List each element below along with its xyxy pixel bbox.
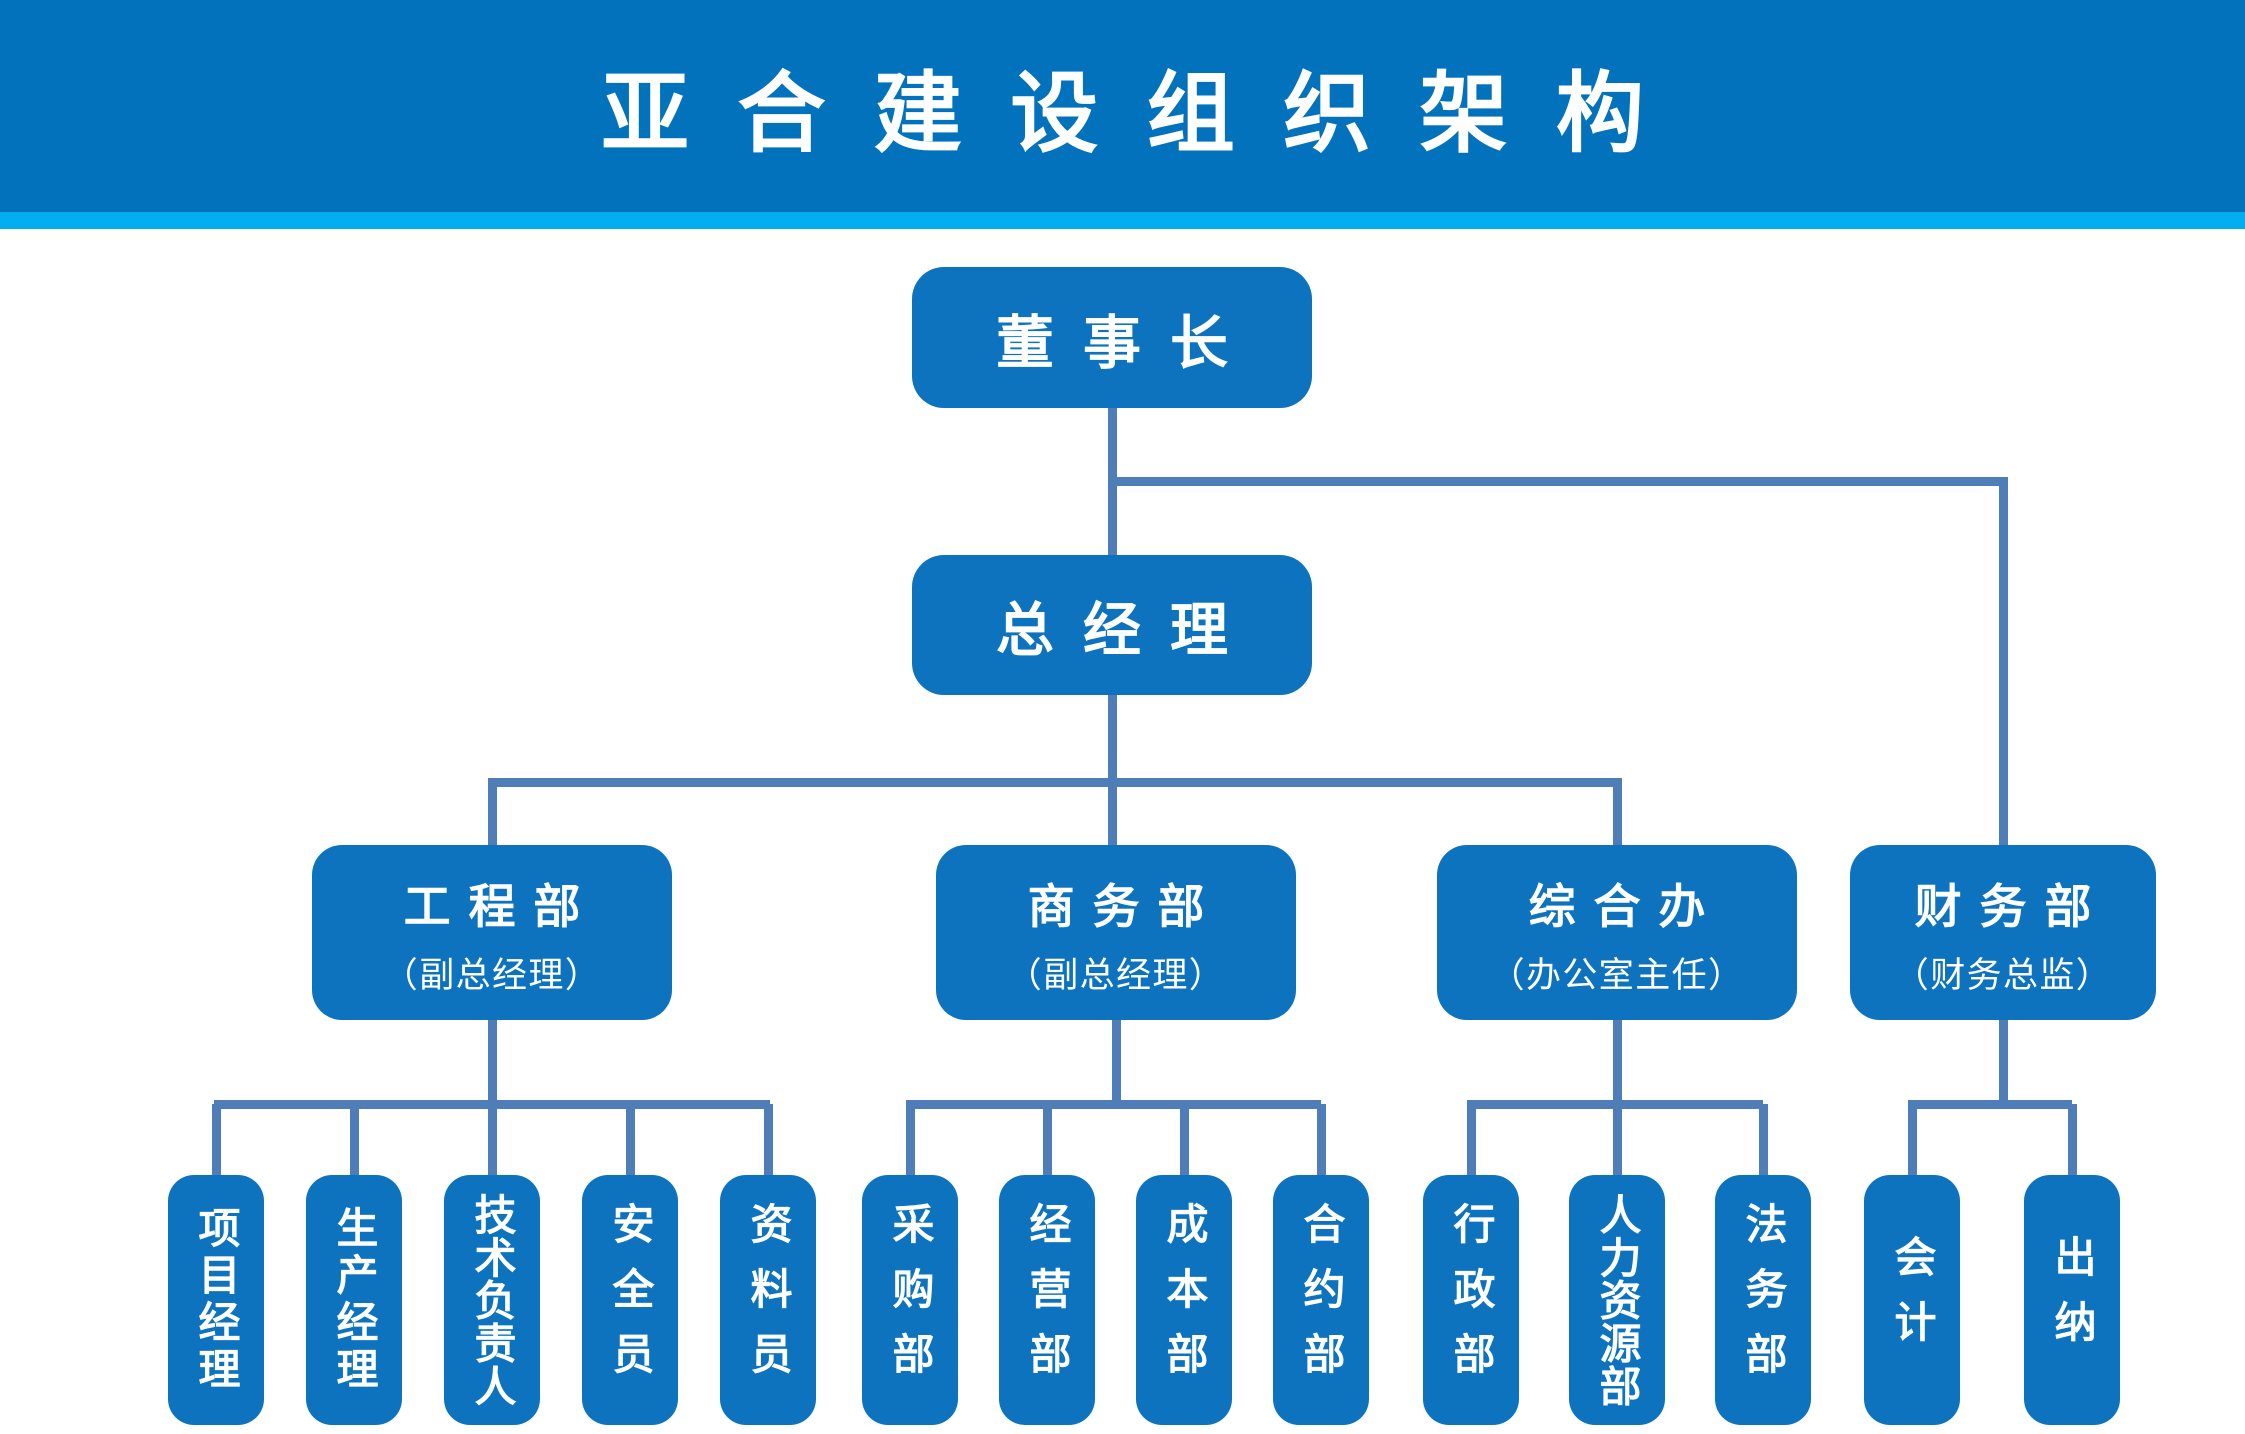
connector-drop-administration — [1467, 1104, 1476, 1177]
operations-dept-label: 经营部 — [1024, 1202, 1071, 1398]
connector-drop-cashier — [2068, 1104, 2077, 1177]
hr-dept-label: 人力资源部 — [1594, 1192, 1641, 1408]
org-node-accountant: 会计 — [1864, 1175, 1960, 1425]
business-dept-role: （副总经理） — [1006, 955, 1226, 995]
general-office-role: （办公室主任） — [1489, 955, 1745, 995]
org-node-operations-dept: 经营部 — [999, 1175, 1095, 1425]
connector-drop-project-manager — [212, 1104, 221, 1177]
production-manager-label: 生产经理 — [331, 1205, 378, 1395]
general-manager-label: 总经理 — [995, 598, 1257, 663]
org-node-safety-officer: 安全员 — [582, 1175, 678, 1425]
connector-drop-safety-officer — [626, 1104, 635, 1177]
connector-chairman-to-finance-horizontal — [1112, 477, 2008, 486]
connector-bus-to-general-office — [1613, 778, 1622, 847]
org-node-legal-dept: 法务部 — [1715, 1175, 1811, 1425]
connector-to-finance-vertical — [1999, 477, 2008, 847]
engineering-dept-name: 工程部 — [403, 879, 599, 933]
org-node-engineering-dept: 工程部 （副总经理） — [312, 845, 672, 1020]
connector-finance-children-bus — [1908, 1100, 2072, 1109]
connector-finance-to-children — [1999, 1020, 2008, 1109]
connector-general-office-children-bus — [1467, 1100, 1763, 1109]
page-title: 亚合建设组织架构 — [601, 63, 1693, 163]
org-node-procurement-dept: 采购部 — [862, 1175, 958, 1425]
project-manager-label: 项目经理 — [193, 1205, 240, 1395]
org-node-general-manager: 总经理 — [912, 555, 1312, 695]
connector-department-bus — [490, 778, 1617, 787]
finance-dept-role: （财务总监） — [1893, 955, 2113, 995]
connector-drop-operations — [1043, 1104, 1052, 1177]
org-node-business-dept: 商务部 （副总经理） — [936, 845, 1296, 1020]
connector-drop-documentation-officer — [764, 1104, 773, 1177]
connector-drop-accountant — [1908, 1104, 1917, 1177]
chairman-label: 董事长 — [995, 310, 1257, 376]
connector-drop-legal — [1759, 1104, 1768, 1177]
org-node-cashier: 出纳 — [2024, 1175, 2120, 1425]
org-node-general-office: 综合办 （办公室主任） — [1437, 845, 1797, 1020]
safety-officer-label: 安全员 — [607, 1202, 654, 1398]
org-node-finance-dept: 财务部 （财务总监） — [1850, 845, 2156, 1020]
connector-drop-cost — [1180, 1104, 1189, 1177]
general-office-name: 综合办 — [1528, 879, 1724, 933]
connector-drop-production-manager — [350, 1104, 359, 1177]
cashier-label: 出纳 — [2049, 1234, 2096, 1366]
documentation-officer-label: 资料员 — [745, 1202, 792, 1398]
org-node-hr-dept: 人力资源部 — [1569, 1175, 1665, 1425]
cost-dept-label: 成本部 — [1161, 1202, 1208, 1398]
connector-engineering-to-children — [488, 1020, 497, 1177]
engineering-dept-role: （副总经理） — [382, 955, 602, 995]
procurement-dept-label: 采购部 — [887, 1202, 934, 1398]
administration-dept-label: 行政部 — [1448, 1202, 1495, 1398]
org-node-contract-dept: 合约部 — [1273, 1175, 1369, 1425]
org-node-project-manager: 项目经理 — [168, 1175, 264, 1425]
finance-dept-name: 财务部 — [1914, 879, 2110, 933]
header-accent-stripe — [0, 212, 2245, 229]
connector-bus-to-engineering — [488, 778, 497, 847]
org-node-production-manager: 生产经理 — [306, 1175, 402, 1425]
technical-director-label: 技术负责人 — [469, 1192, 516, 1408]
org-node-administration-dept: 行政部 — [1423, 1175, 1519, 1425]
org-node-cost-dept: 成本部 — [1136, 1175, 1232, 1425]
connector-engineering-children-bus — [214, 1100, 770, 1109]
legal-dept-label: 法务部 — [1740, 1202, 1787, 1398]
accountant-label: 会计 — [1889, 1234, 1936, 1366]
org-node-chairman: 董事长 — [912, 267, 1312, 408]
connector-general-office-to-children — [1613, 1020, 1622, 1177]
contract-dept-label: 合约部 — [1298, 1202, 1345, 1398]
business-dept-name: 商务部 — [1027, 879, 1223, 933]
connector-gm-to-bus — [1108, 693, 1117, 847]
connector-drop-contract — [1317, 1104, 1326, 1177]
connector-drop-procurement — [906, 1104, 915, 1177]
connector-business-to-children — [1112, 1020, 1121, 1109]
org-node-documentation-officer: 资料员 — [720, 1175, 816, 1425]
org-node-technical-director: 技术负责人 — [444, 1175, 540, 1425]
connector-business-children-bus — [906, 1100, 1321, 1109]
header-banner: 亚合建设组织架构 — [0, 0, 2245, 212]
